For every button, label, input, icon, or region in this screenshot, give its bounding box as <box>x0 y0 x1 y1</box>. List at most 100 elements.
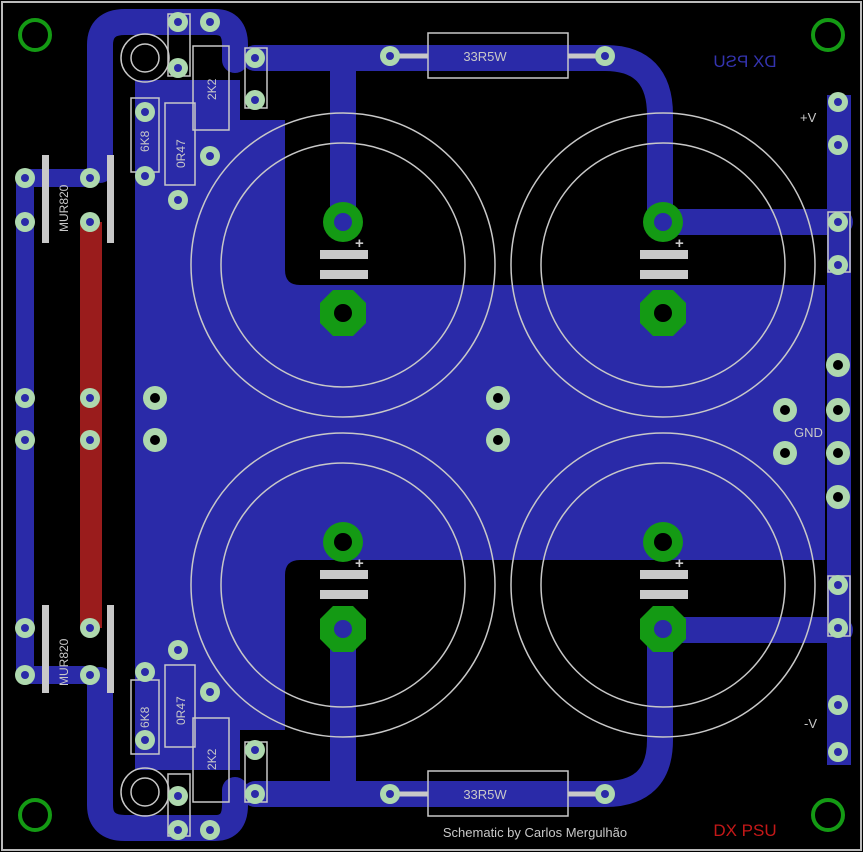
pad-hole <box>21 624 29 632</box>
resistor-0r47-bottom-body <box>164 664 196 748</box>
author-credit: Schematic by Carlos Mergulhão <box>443 825 627 840</box>
r0r47-bottom-label: 0R47 <box>174 696 188 725</box>
pad-hole <box>493 393 503 403</box>
pad-hole <box>780 448 790 458</box>
pad-hole <box>251 54 259 62</box>
cap-c1-plate-2 <box>320 270 368 279</box>
pad-hole <box>334 620 352 638</box>
cap-c4-inner <box>540 462 786 708</box>
pad-hole <box>21 394 29 402</box>
pad-hole <box>834 141 842 149</box>
title: DX PSU <box>713 821 776 840</box>
diode-bottom-bar-left <box>42 605 49 693</box>
pad-hole <box>86 218 94 226</box>
pad-hole <box>174 18 182 26</box>
pad-hole <box>334 304 352 322</box>
pad-hole <box>834 261 842 269</box>
pos-rail-label: +V <box>800 110 817 125</box>
cap-c2-outline <box>510 112 816 418</box>
pad-hole <box>174 646 182 654</box>
diode-silk <box>42 155 114 693</box>
title-mirrored: DX PSU <box>713 52 776 71</box>
cap-c2-plate <box>640 250 688 259</box>
pad-hole <box>251 746 259 754</box>
r33-top-label: 33R5W <box>463 49 507 64</box>
pad-hole <box>334 533 352 551</box>
pad-hole <box>141 172 149 180</box>
pad-hole <box>21 436 29 444</box>
resistor-2k2-top-body <box>192 45 230 131</box>
mount-hole-br <box>811 798 845 832</box>
bottom-copper-layer <box>135 80 851 770</box>
pad-hole <box>21 671 29 679</box>
pad-hole <box>833 360 843 370</box>
pad-hole <box>21 174 29 182</box>
cap-c4-outline <box>510 432 816 738</box>
pads-small <box>15 12 850 840</box>
pad-hole <box>834 581 842 589</box>
pad-hole <box>654 213 672 231</box>
pad-hole <box>174 792 182 800</box>
diode-top-label: MUR820 <box>57 184 71 232</box>
cap-c3-plus: + <box>355 555 364 572</box>
diode-top-bar-left <box>42 155 49 243</box>
cap-c1-plate <box>320 250 368 259</box>
r2k2-bottom-label: 2K2 <box>205 748 219 770</box>
pad-hole <box>834 624 842 632</box>
pad-hole <box>86 394 94 402</box>
pads-large <box>320 202 686 652</box>
pad-hole <box>206 18 214 26</box>
cap-c1-pads <box>320 202 366 336</box>
pad-hole <box>86 174 94 182</box>
pad-hole <box>251 96 259 104</box>
cap-c1-plus: + <box>355 235 364 252</box>
cap-c2-plate-2 <box>640 270 688 279</box>
pad-hole <box>150 435 160 445</box>
pad-hole <box>834 98 842 106</box>
diode-bottom-label: MUR820 <box>57 638 71 686</box>
pad-hole <box>493 435 503 445</box>
pad-hole <box>86 671 94 679</box>
mount-hole-tl <box>18 18 52 52</box>
r0r47-top-label: 0R47 <box>174 139 188 168</box>
resistor-2k2-bottom-body <box>192 717 230 803</box>
pad-hole <box>386 52 394 60</box>
r6k8-bottom-label: 6K8 <box>138 706 152 728</box>
pad-hole <box>206 826 214 834</box>
r6k8-top-label: 6K8 <box>138 130 152 152</box>
mount-hole-tr <box>811 18 845 52</box>
cap-c1-outline <box>190 112 496 418</box>
pad-hole <box>654 304 672 322</box>
top-copper-link <box>80 222 102 628</box>
right-rail-trace <box>827 95 851 765</box>
pad-hole <box>141 108 149 116</box>
pad-hole <box>86 436 94 444</box>
pad-hole <box>601 52 609 60</box>
pad-hole <box>334 213 352 231</box>
pad-hole <box>386 790 394 798</box>
pad-hole <box>174 826 182 834</box>
pad-hole <box>251 790 259 798</box>
cap-c4-plate <box>640 570 688 579</box>
cap-c2-plus: + <box>675 235 684 252</box>
cap-c4-plate-2 <box>640 590 688 599</box>
pad-hole <box>834 748 842 756</box>
silkscreen-text: DX PSU DX PSU Schematic by Carlos Mergul… <box>57 49 823 840</box>
mounting-holes <box>18 18 845 832</box>
left-ground-strip <box>135 120 155 740</box>
pad-hole <box>833 448 843 458</box>
pad-hole <box>174 196 182 204</box>
pad-hole <box>780 405 790 415</box>
ground-pour <box>135 80 825 770</box>
diode-bottom-bar-right <box>107 605 114 693</box>
pad-hole <box>86 624 94 632</box>
r33-bottom-label: 33R5W <box>463 787 507 802</box>
cap-c3-outline <box>190 432 496 738</box>
resistor-0r47-top-body <box>164 102 196 186</box>
cap-c2-pads <box>640 202 686 336</box>
cap-c3-plate-2 <box>320 590 368 599</box>
led-bottom-inner <box>130 777 160 807</box>
cap-c3-inner <box>220 462 466 708</box>
